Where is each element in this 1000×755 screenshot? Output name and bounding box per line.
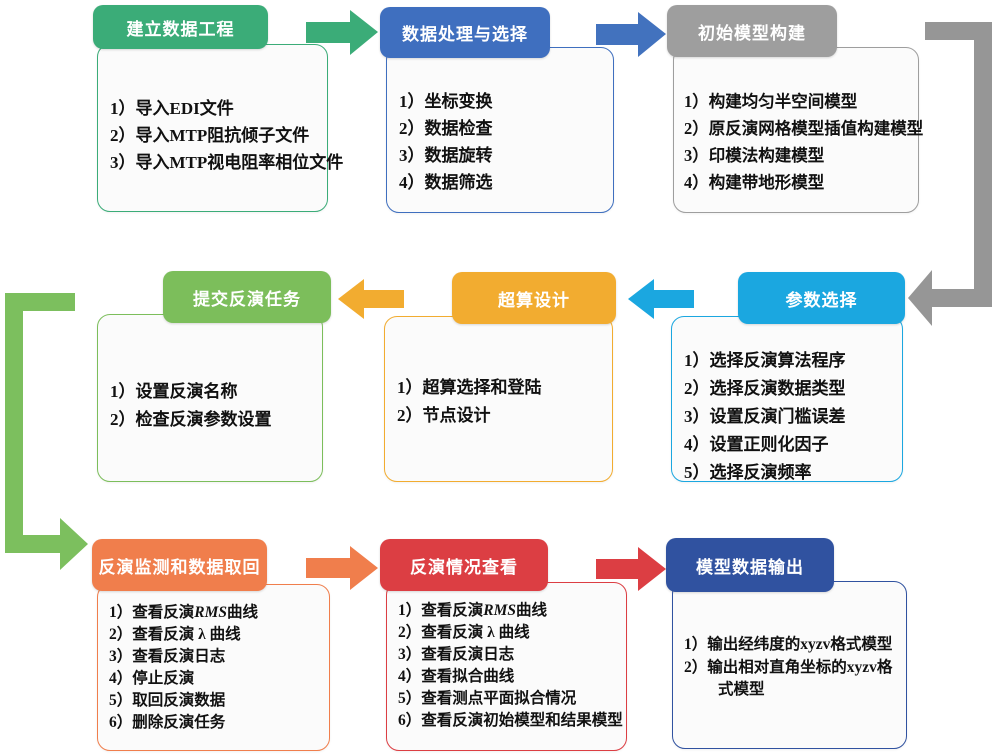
node-inversion-monitor-title: 反演监测和数据取回 xyxy=(92,539,267,591)
list-item: 1）输出经纬度的xyzv格式模型 xyxy=(684,636,893,653)
list-item: 2）节点设计 xyxy=(397,406,491,425)
node-build-data-project-body: 1）导入EDI文件 2）导入MTP阻抗倾子文件 3）导入MTP视电阻率相位文件 xyxy=(97,44,344,212)
arrow-shape xyxy=(306,10,378,55)
arrow-process-to-model-icon xyxy=(596,12,666,57)
arrow-shape xyxy=(306,546,378,590)
connector-submit-to-monitor-icon xyxy=(5,293,88,570)
arrow-hpc-to-submit-icon xyxy=(338,279,404,319)
node-submit-inversion-title: 提交反演任务 xyxy=(163,271,331,323)
arrow-shape xyxy=(628,279,694,319)
list-item: 3）设置反演门槛误差 xyxy=(684,407,846,426)
list-item: 3）查看反演日志 xyxy=(109,648,226,665)
list-item: 3）查看反演日志 xyxy=(398,646,515,663)
list-item: 5）选择反演频率 xyxy=(684,463,812,482)
list-item: 2）原反演网格模型插值构建模型 xyxy=(684,119,924,138)
list-item: 1）坐标变换 xyxy=(399,92,493,111)
list-item: 1）构建均匀半空间模型 xyxy=(684,92,858,111)
elbow-arrow-shape xyxy=(908,22,992,326)
list-item: 2）查看反演 λ 曲线 xyxy=(398,624,530,641)
node-data-processing-title: 数据处理与选择 xyxy=(380,7,550,58)
node-hpc-design-body: 1）超算选择和登陆 2）节点设计 xyxy=(384,316,613,482)
node-model-output-body: 1）输出经纬度的xyzv格式模型 2）输出相对直角坐标的xyzv格式模型 xyxy=(672,581,907,749)
list-item: 2）查看反演 λ 曲线 xyxy=(109,626,241,643)
list-item: 2）导入MTP阻抗倾子文件 xyxy=(110,126,310,145)
node-initial-model-title: 初始模型构建 xyxy=(667,5,837,57)
list-item: 4）查看拟合曲线 xyxy=(398,668,515,685)
list-item: 5）查看测点平面拟合情况 xyxy=(398,690,577,707)
node-inversion-review-body: 1）查看反演RMS曲线 2）查看反演 λ 曲线 3）查看反演日志 4）查看拟合曲… xyxy=(386,582,627,751)
arrow-build-to-process-icon xyxy=(306,10,378,55)
list-item: 2）选择反演数据类型 xyxy=(684,379,846,398)
list-item: 4）停止反演 xyxy=(109,670,195,687)
list-item: 6）删除反演任务 xyxy=(109,714,226,731)
list-item: 1）选择反演算法程序 xyxy=(684,351,846,370)
list-item: 4）数据筛选 xyxy=(399,173,493,192)
list-item: 5）取回反演数据 xyxy=(109,692,226,709)
arrow-shape xyxy=(596,12,666,57)
list-item: 1）查看反演RMS曲线 xyxy=(398,602,548,619)
node-parameter-selection-body: 1）选择反演算法程序 2）选择反演数据类型 3）设置反演门槛误差 4）设置正则化… xyxy=(671,316,903,482)
node-model-output-title: 模型数据输出 xyxy=(666,538,834,592)
arrow-shape xyxy=(596,547,666,591)
arrow-shape xyxy=(338,279,404,319)
node-initial-model-body: 1）构建均匀半空间模型 2）原反演网格模型插值构建模型 3）印模法构建模型 4）… xyxy=(673,47,924,213)
list-item: 2）检查反演参数设置 xyxy=(110,410,272,429)
list-item: 1）设置反演名称 xyxy=(110,382,238,401)
node-submit-inversion-body: 1）设置反演名称 2）检查反演参数设置 xyxy=(97,314,323,482)
connector-model-to-params-icon xyxy=(908,22,992,326)
list-item: 1）导入EDI文件 xyxy=(110,99,234,118)
elbow-arrow-shape xyxy=(5,293,88,570)
node-parameter-selection-title: 参数选择 xyxy=(738,272,905,324)
list-item: 1）查看反演RMS曲线 xyxy=(109,604,259,621)
node-data-processing-body: 1）坐标变换 2）数据检查 3）数据旋转 4）数据筛选 xyxy=(386,47,614,213)
arrow-review-to-output-icon xyxy=(596,547,666,591)
list-item: 3）数据旋转 xyxy=(399,146,493,165)
node-build-data-project-title: 建立数据工程 xyxy=(93,5,268,49)
list-item: 3）导入MTP视电阻率相位文件 xyxy=(110,153,344,172)
list-item: 2）数据检查 xyxy=(399,119,493,138)
list-item: 4）构建带地形模型 xyxy=(684,173,825,192)
node-inversion-review-title: 反演情况查看 xyxy=(380,539,548,591)
list-item: 6）查看反演初始模型和结果模型 xyxy=(398,712,623,729)
arrow-monitor-to-review-icon xyxy=(306,546,378,590)
list-item: 4）设置正则化因子 xyxy=(684,435,829,454)
arrow-params-to-hpc-icon xyxy=(628,279,694,319)
list-item: 3）印模法构建模型 xyxy=(684,146,825,165)
node-inversion-monitor-body: 1）查看反演RMS曲线 2）查看反演 λ 曲线 3）查看反演日志 4）停止反演 … xyxy=(97,584,330,751)
list-item: 2）输出相对直角坐标的xyzv格式模型 xyxy=(684,658,893,699)
list-item: 1）超算选择和登陆 xyxy=(397,378,542,397)
node-hpc-design-title: 超算设计 xyxy=(452,272,616,324)
